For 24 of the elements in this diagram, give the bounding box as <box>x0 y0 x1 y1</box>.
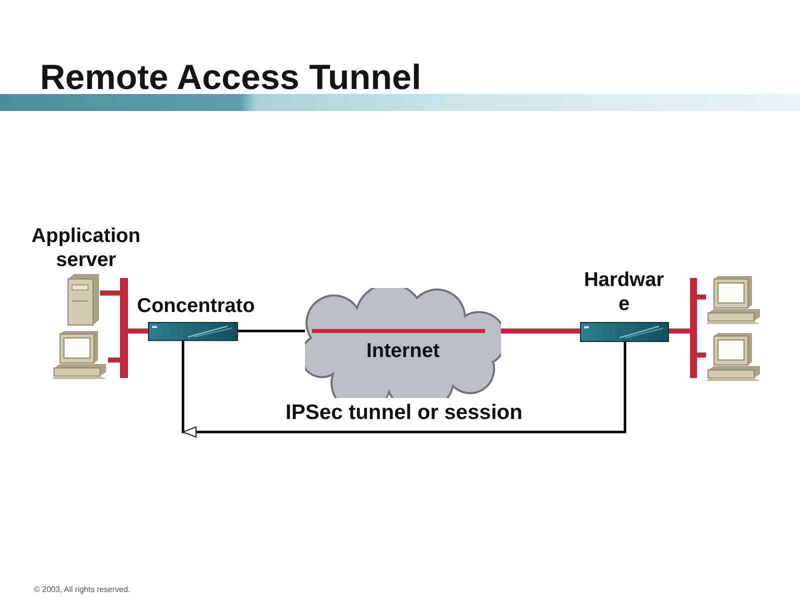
computer-drawing <box>706 275 762 325</box>
device-caption: Hardwar e <box>582 268 666 316</box>
arrow <box>182 341 626 438</box>
device-caption: Concentrato <box>137 294 256 318</box>
network-bus <box>690 278 697 378</box>
connector-line <box>697 352 706 358</box>
computer-drawing <box>52 330 108 380</box>
connector-line <box>501 328 580 334</box>
slide-title: Remote Access Tunnel <box>40 58 422 98</box>
copyright-note: © 2003, All rights reserved. <box>34 585 130 594</box>
connector-line <box>100 290 120 296</box>
connector-line <box>669 328 690 334</box>
internet-cloud <box>305 288 501 398</box>
vpn-concentrator-drawing <box>148 322 238 341</box>
network-bus <box>120 278 128 378</box>
computer-drawing <box>706 332 762 382</box>
connector-line <box>108 358 120 362</box>
connector-line <box>238 330 305 332</box>
connector-line <box>697 294 706 300</box>
device-caption: Application server <box>30 224 142 272</box>
server-drawing <box>66 273 100 326</box>
hardware-client-drawing <box>580 322 669 342</box>
connector-line <box>128 328 148 334</box>
cloud-label: Internet <box>365 340 441 363</box>
